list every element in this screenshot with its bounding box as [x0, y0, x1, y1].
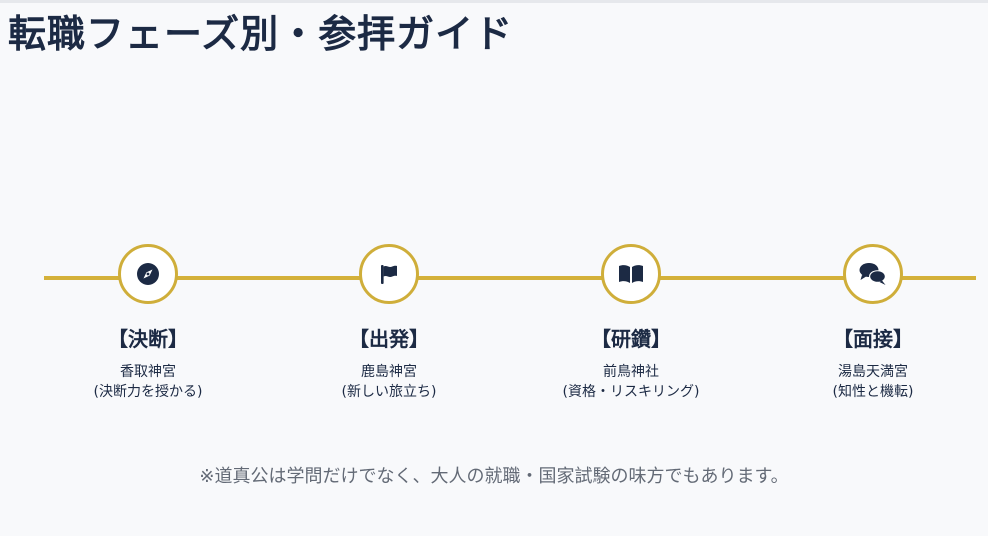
- step-benefit: (決断力を授かる): [93, 384, 203, 400]
- step-icon-circle: [843, 244, 903, 304]
- step-shrine-name: 香取神宮: [120, 364, 176, 380]
- step-label: 【出発】: [349, 327, 429, 351]
- step-benefit: (知性と機転): [832, 384, 914, 400]
- step-label: 【研鑽】: [591, 327, 671, 351]
- flag-icon: [381, 265, 397, 284]
- step-shrine-name: 湯島天満宮: [838, 364, 908, 380]
- top-border: [0, 0, 988, 3]
- page-title: 転職フェーズ別・参拝ガイド: [8, 11, 514, 56]
- timeline-step-departure: 【出発】 鹿島神宮 (新しい旅立ち): [289, 244, 489, 402]
- step-label: 【面接】: [833, 327, 913, 351]
- comments-icon: [859, 263, 886, 285]
- timeline-step-study: 【研鑽】 前鳥神社 (資格・リスキリング): [531, 244, 731, 402]
- timeline-step-interview: 【面接】 湯島天満宮 (知性と機転): [773, 244, 973, 402]
- step-icon-circle: [359, 244, 419, 304]
- timeline-line: [44, 276, 976, 280]
- step-label: 【決断】: [108, 327, 188, 351]
- step-icon-circle: [118, 244, 178, 304]
- step-benefit: (新しい旅立ち): [341, 384, 437, 400]
- compass-icon: [137, 263, 159, 285]
- step-shrine-name: 鹿島神宮: [361, 364, 417, 380]
- timeline-step-decision: 【決断】 香取神宮 (決断力を授かる): [48, 244, 248, 402]
- step-benefit: (資格・リスキリング): [562, 384, 700, 400]
- step-shrine-name: 前鳥神社: [603, 364, 659, 380]
- footnote: ※道真公は学問だけでなく、大人の就職・国家試験の味方でもあります。: [199, 466, 789, 487]
- book-open-icon: [619, 265, 643, 283]
- step-icon-circle: [601, 244, 661, 304]
